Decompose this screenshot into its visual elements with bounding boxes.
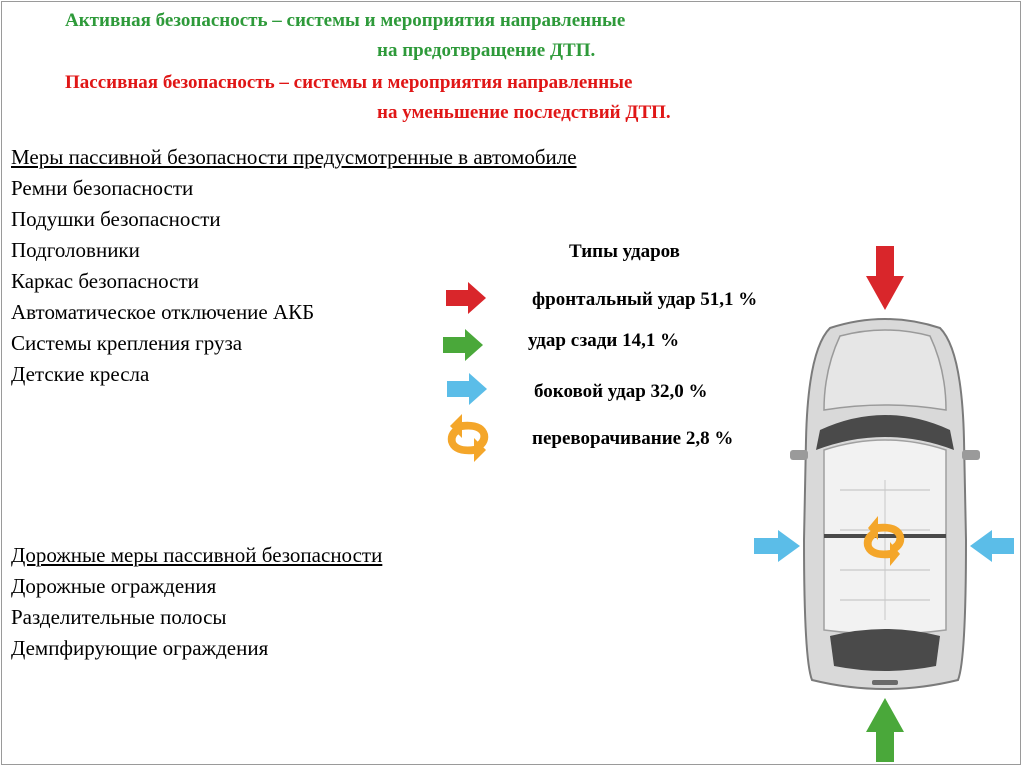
impact-types-title: Типы ударов	[569, 241, 680, 262]
road-measures-list: Дорожные меры пассивной безопасности Дор…	[11, 540, 382, 664]
blue-arrow-icon	[447, 373, 487, 405]
list-item: Подголовники	[11, 238, 140, 262]
list-item: Подушки безопасности	[11, 207, 221, 231]
list-item: Автоматическое отключение АКБ	[11, 300, 315, 324]
road-measures-heading: Дорожные меры пассивной безопасности	[11, 543, 383, 567]
list-item: Каркас безопасности	[11, 269, 199, 293]
list-item: Демпфирующие ограждения	[11, 636, 269, 660]
passive-safety-line-2: на уменьшение последствий ДТП.	[377, 102, 671, 123]
left-side-impact-arrow-icon	[754, 530, 800, 562]
vehicle-measures-list: Меры пассивной безопасности предусмотрен…	[11, 142, 577, 390]
list-item: Детские кресла	[11, 362, 150, 386]
impact-rear-label: удар сзади 14,1 %	[528, 330, 680, 351]
vehicle-measures-heading: Меры пассивной безопасности предусмотрен…	[11, 145, 577, 169]
impact-side-label: боковой удар 32,0 %	[534, 381, 708, 402]
green-arrow-icon	[443, 329, 483, 361]
frontal-impact-arrow-icon	[866, 246, 904, 310]
list-item: Дорожные ограждения	[11, 574, 217, 598]
list-item: Ремни безопасности	[11, 176, 194, 200]
red-arrow-icon	[446, 282, 486, 314]
rear-impact-arrow-icon	[866, 698, 904, 762]
car-body-icon	[790, 318, 980, 690]
list-item: Разделительные полосы	[11, 605, 227, 629]
car-top-view-illustration	[754, 246, 1014, 762]
right-side-impact-arrow-icon	[970, 530, 1014, 562]
impact-rollover-label: переворачивание 2,8 %	[532, 428, 734, 449]
active-safety-line-2: на предотвращение ДТП.	[377, 40, 596, 61]
active-safety-line-1: Активная безопасность – системы и меропр…	[65, 10, 626, 31]
roof-rollover-arrow-icon	[863, 516, 905, 566]
list-item: Системы крепления груза	[11, 331, 243, 355]
rollover-arrow-icon	[447, 414, 489, 462]
passive-safety-line-1: Пассивная безопасность – системы и мероп…	[65, 72, 633, 93]
impact-frontal-label: фронтальный удар 51,1 %	[532, 289, 758, 310]
